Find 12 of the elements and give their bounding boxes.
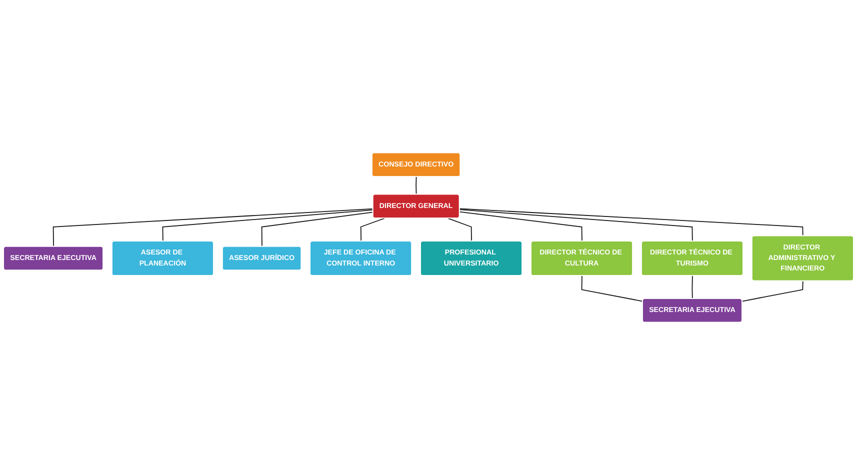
connector [742, 280, 804, 302]
connector [448, 218, 472, 242]
connector [52, 208, 374, 247]
connector [416, 176, 417, 195]
connector [360, 218, 386, 242]
connector [459, 209, 693, 242]
connector [162, 209, 374, 242]
connector [459, 211, 582, 242]
connector [261, 212, 374, 247]
connector [581, 275, 644, 302]
connector [692, 275, 693, 300]
connector [459, 208, 804, 236]
